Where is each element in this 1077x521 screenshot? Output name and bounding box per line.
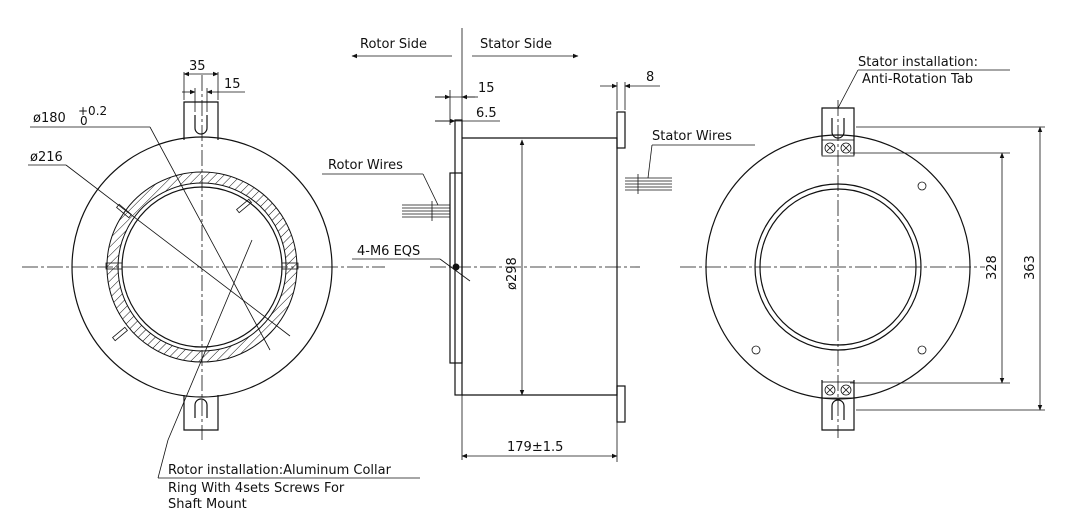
tab-thickness-dim: 8 bbox=[646, 70, 654, 85]
mount-hole-marker bbox=[452, 263, 460, 271]
bottom-anti-rotation-tab bbox=[183, 395, 219, 431]
flange-thickness-dim: 6.5 bbox=[476, 106, 497, 121]
bore-tolerance-lower: 0 bbox=[80, 114, 88, 128]
stator-side-view: Stator installation: Anti-Rotation Tab 3… bbox=[680, 55, 1045, 438]
housing-diameter-dim: ø298 bbox=[505, 257, 520, 290]
stator-tab-bottom bbox=[616, 385, 626, 423]
stator-bore-outer bbox=[754, 183, 922, 351]
rotor-install-note-2: Ring With 4sets Screws For bbox=[168, 481, 345, 496]
stator-housing-outline bbox=[705, 134, 971, 400]
length-dim: 179±1.5 bbox=[507, 440, 563, 455]
side-view: Rotor Side Stator Side Rotor Wires bbox=[322, 28, 755, 462]
stator-tab-top bbox=[616, 111, 626, 149]
stator-side-label: Stator Side bbox=[480, 37, 552, 52]
inner-diameter-dim: ø216 bbox=[30, 150, 63, 165]
stator-wires-label: Stator Wires bbox=[652, 129, 732, 144]
bore-tolerance-upper: +0.2 bbox=[78, 104, 107, 118]
rotor-wire-bundle bbox=[402, 201, 450, 221]
housing-outline bbox=[71, 136, 333, 398]
tab-slot-dim: 15 bbox=[224, 77, 241, 92]
rotor-side-label: Rotor Side bbox=[360, 37, 427, 52]
flange-offset-dim: 15 bbox=[478, 81, 495, 96]
top-anti-rotation-tab bbox=[183, 101, 219, 140]
tab-spacing-outer-dim: 363 bbox=[1023, 255, 1038, 280]
bore-diameter-dim: ø180 bbox=[33, 111, 66, 126]
housing-body bbox=[462, 137, 618, 396]
rotor-wires-label: Rotor Wires bbox=[328, 158, 403, 173]
rotor-install-note-1: Rotor installation:Aluminum Collar bbox=[168, 463, 392, 478]
mount-holes-label: 4-M6 EQS bbox=[357, 244, 420, 259]
rotor-install-note-3: Shaft Mount bbox=[168, 497, 247, 512]
stator-bore-inner bbox=[759, 188, 917, 346]
rotor-side-view: 35 15 ø180 +0.2 0 ø216 Rotor installatio… bbox=[22, 59, 420, 512]
stator-install-note-2: Anti-Rotation Tab bbox=[862, 72, 973, 87]
stator-install-note-1: Stator installation: bbox=[858, 55, 978, 70]
tab-spacing-inner-dim: 328 bbox=[985, 255, 1000, 280]
stator-wire-bundle bbox=[625, 174, 672, 194]
stator-bottom-tab bbox=[821, 380, 855, 431]
tab-width-dim: 35 bbox=[189, 59, 206, 74]
rotor-collar bbox=[454, 119, 463, 396]
